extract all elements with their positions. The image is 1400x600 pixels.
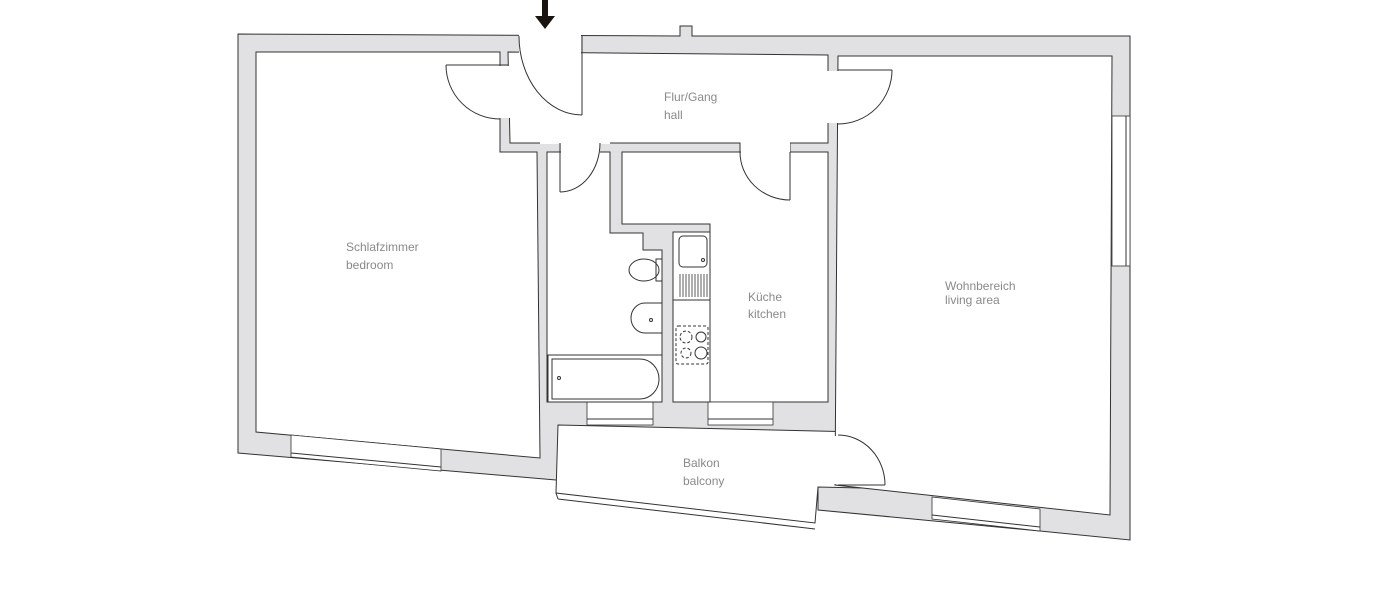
bedroom-label-de: Schlafzimmer bbox=[346, 240, 419, 254]
entrance-arrow-icon bbox=[535, 0, 555, 29]
window-icon bbox=[931, 496, 1041, 532]
door-swing-icon bbox=[837, 69, 893, 125]
kitchen-counter bbox=[672, 231, 711, 403]
balcony-label-de: Balkon bbox=[683, 456, 720, 470]
hall-label-de: Flur/Gang bbox=[664, 90, 717, 104]
door-swing-icon bbox=[739, 151, 791, 201]
washbasin-icon bbox=[630, 302, 663, 334]
door-swing-icon bbox=[837, 434, 886, 486]
kitchen-label-de: Küche bbox=[748, 290, 782, 304]
living-label-de: Wohnbereich bbox=[945, 279, 1016, 293]
window-icon bbox=[1111, 115, 1131, 267]
bathtub-icon bbox=[547, 354, 663, 403]
window-icon bbox=[290, 434, 442, 472]
balcony-railing bbox=[557, 498, 816, 530]
window-icon bbox=[586, 401, 654, 426]
balcony-label-en: balcony bbox=[683, 474, 724, 488]
hall-label-en: hall bbox=[664, 108, 683, 122]
living-label-en: living area bbox=[945, 293, 1000, 307]
door-swing-icon bbox=[559, 142, 601, 193]
bedroom bbox=[255, 51, 541, 459]
door-swing-icon bbox=[518, 35, 583, 116]
window-icon bbox=[707, 401, 774, 426]
stove-icon bbox=[675, 325, 709, 365]
sink-icon bbox=[678, 235, 708, 297]
toilet-icon bbox=[628, 258, 663, 282]
bedroom-label-en: bedroom bbox=[346, 258, 393, 272]
kitchen-label-en: kitchen bbox=[748, 307, 786, 321]
door-swing-icon bbox=[445, 64, 508, 120]
living-area bbox=[834, 55, 1113, 516]
